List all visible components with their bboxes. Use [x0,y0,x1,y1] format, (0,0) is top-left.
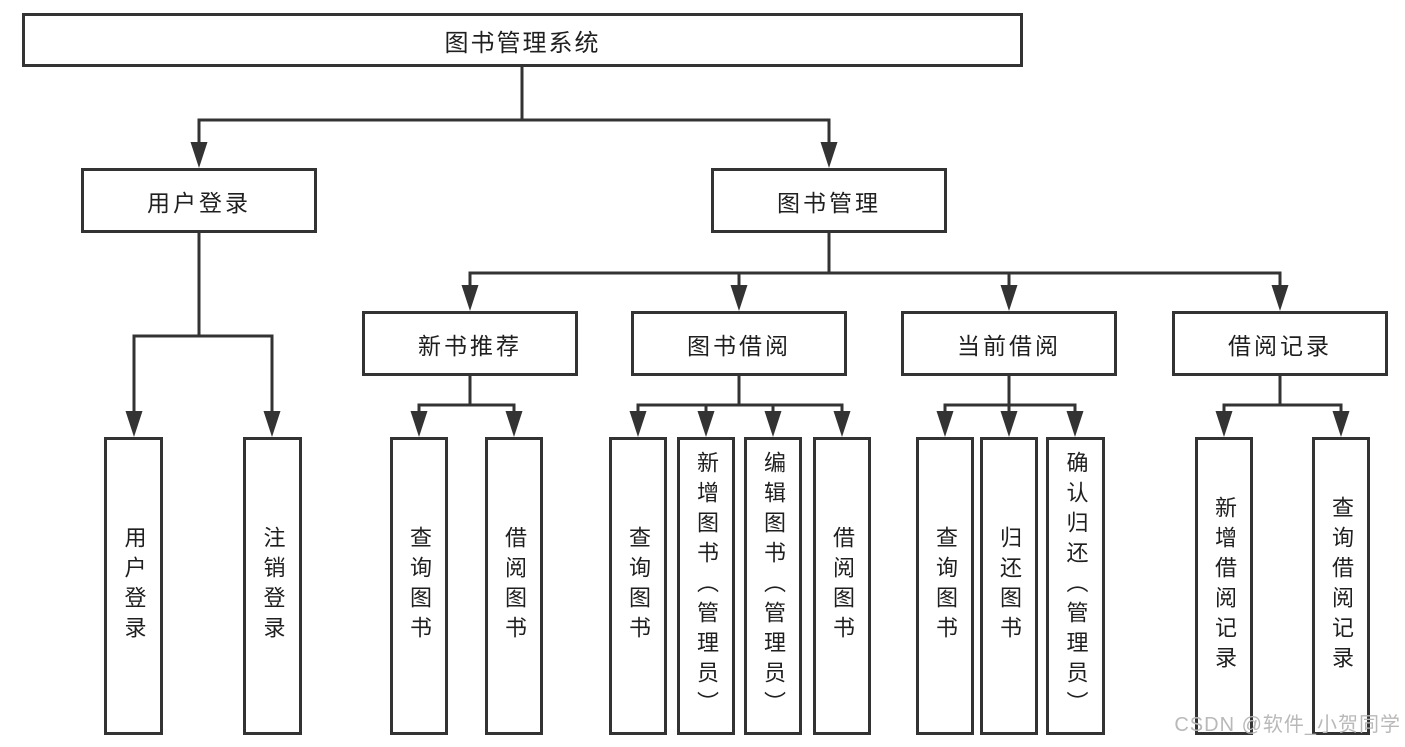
leaf-borrow-borrow-books: 借阅图书 [813,437,871,735]
leaf-user-login: 用户登录 [104,437,163,735]
leaf-current-query-books-label: 查询图书 [933,526,958,646]
leaf-recommend-query-books-label: 查询图书 [407,526,432,646]
leaf-records-query-record: 查询借阅记录 [1312,437,1370,735]
leaf-logout-label: 注销登录 [260,526,286,646]
leaf-records-add-record: 新增借阅记录 [1195,437,1253,735]
node-borrow-records: 借阅记录 [1172,311,1388,376]
leaf-borrow-edit-books-admin-label: 编辑图书（管理员） [761,451,786,721]
leaf-recommend-query-books: 查询图书 [390,437,448,735]
node-current-borrow: 当前借阅 [901,311,1117,376]
node-root-label: 图书管理系统 [444,29,601,57]
node-new-book-recommend-label: 新书推荐 [418,332,522,359]
leaf-borrow-query-books: 查询图书 [609,437,667,735]
connector-user-login-to-children [125,231,281,437]
connector-book-borrow-to-children [629,374,851,437]
node-root: 图书管理系统 [22,13,1023,67]
leaf-user-login-label: 用户登录 [121,526,147,646]
leaf-logout: 注销登录 [243,437,302,735]
leaf-borrow-add-books-admin-label: 新增图书（管理员） [694,451,719,721]
csdn-watermark: CSDN @软件_小贺同学 [1174,714,1401,736]
node-user-login-label: 用户登录 [147,189,251,216]
leaf-borrow-edit-books-admin: 编辑图书（管理员） [744,437,802,735]
node-book-borrow: 图书借阅 [631,311,847,376]
connector-current-borrow-to-children [936,374,1084,437]
connector-new-book-recommend-to-children [410,374,523,437]
node-book-borrow-label: 图书借阅 [687,332,791,359]
leaf-borrow-query-books-label: 查询图书 [626,526,651,646]
leaf-recommend-borrow-books-label: 借阅图书 [502,526,527,646]
node-user-login: 用户登录 [81,168,317,233]
node-book-management: 图书管理 [711,168,947,233]
connector-borrow-records-to-children [1215,374,1350,437]
leaf-current-return-books-label: 归还图书 [997,526,1022,646]
node-book-management-label: 图书管理 [777,189,881,216]
node-current-borrow-label: 当前借阅 [957,332,1061,359]
leaf-records-query-record-label: 查询借阅记录 [1329,496,1354,676]
leaf-current-confirm-return-admin: 确认归还（管理员） [1046,437,1105,735]
connector-root-to-children [190,65,838,168]
leaf-current-confirm-return-admin-label: 确认归还（管理员） [1063,451,1089,721]
leaf-borrow-add-books-admin: 新增图书（管理员） [677,437,735,735]
leaf-current-return-books: 归还图书 [980,437,1038,735]
leaf-records-add-record-label: 新增借阅记录 [1212,496,1237,676]
leaf-borrow-borrow-books-label: 借阅图书 [830,526,855,646]
connector-book-management-to-children [461,231,1289,311]
leaf-recommend-borrow-books: 借阅图书 [485,437,543,735]
node-borrow-records-label: 借阅记录 [1228,332,1332,359]
leaf-current-query-books: 查询图书 [916,437,974,735]
node-new-book-recommend: 新书推荐 [362,311,578,376]
